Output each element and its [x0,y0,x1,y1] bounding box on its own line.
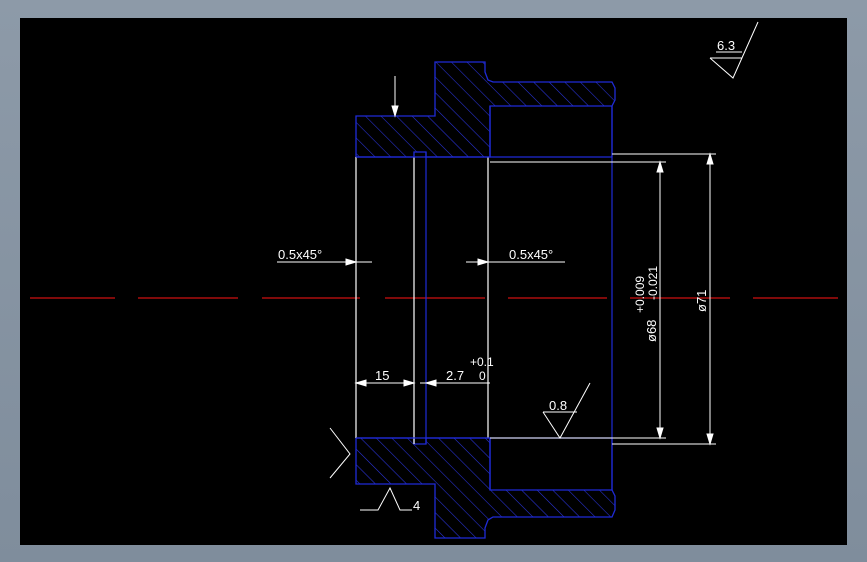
dim-groove-upper-tol: +0.1 [470,355,494,369]
cad-drawing-canvas: 6.3 0.8 4 0.5x45° 0.5x45° 15 2.7 +0.1 0 … [30,21,838,539]
chamfer-right-label: 0.5x45° [509,247,553,262]
dim-bore-lower-tol: -0.021 [646,266,660,300]
roughness-symbol-top [709,21,759,79]
roughness-bore-label: 0.8 [549,398,567,413]
roughness-symbol-bore [542,382,591,439]
roughness-symbol-bottom [329,427,412,511]
dim-groove-lower-tol: 0 [479,369,486,383]
roughness-bottom-label: 4 [413,498,420,513]
dim-bore-diameter-label: ø68 [644,320,659,342]
dim-length-label: 15 [375,368,389,383]
bore-outline [355,106,613,490]
dim-bore-upper-tol: +0.009 [633,276,647,313]
drawing-frame: 6.3 0.8 4 0.5x45° 0.5x45° 15 2.7 +0.1 0 … [20,18,847,545]
roughness-top-label: 6.3 [717,38,735,53]
chamfer-left-label: 0.5x45° [278,247,322,262]
dimension-lines [277,76,716,446]
dim-outer-diameter-label: ø71 [694,290,709,312]
part-lower-section [355,437,616,539]
dim-groove-label: 2.7 [446,368,464,383]
